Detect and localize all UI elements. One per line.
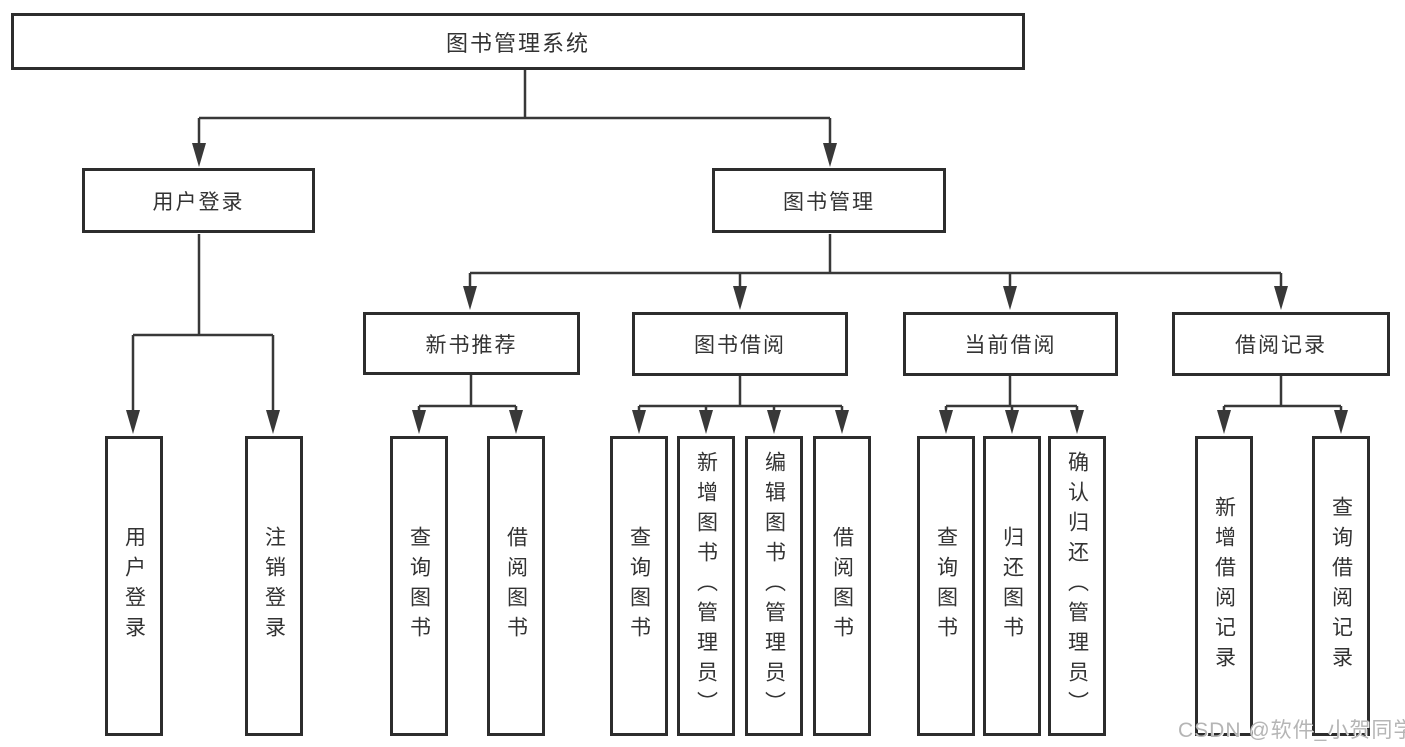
node-book-management-label: 图书管理 — [783, 190, 875, 214]
node-leaf-bb-edit-books-admin: 编辑图书（管理员） — [745, 436, 803, 736]
arrowhead-icon — [767, 410, 781, 434]
arrowhead-icon — [939, 410, 953, 434]
arrowhead-icon — [1334, 410, 1348, 434]
node-borrow-records: 借阅记录 — [1172, 312, 1390, 376]
arrowhead-icon — [699, 410, 713, 434]
node-leaf-bb-add-books-admin-label: 新增图书（管理员） — [694, 451, 718, 721]
arrowhead-icon — [733, 286, 747, 310]
arrowhead-icon — [126, 410, 140, 434]
node-leaf-br-add-record-label: 新增借阅记录 — [1212, 496, 1236, 676]
node-leaf-cb-confirm-return-admin-label: 确认归还（管理员） — [1065, 451, 1089, 721]
node-leaf-bb-borrow-books: 借阅图书 — [813, 436, 871, 736]
node-leaf-bb-query-books-label: 查询图书 — [627, 526, 651, 646]
node-leaf-logout: 注销登录 — [245, 436, 303, 736]
node-leaf-bb-add-books-admin: 新增图书（管理员） — [677, 436, 735, 736]
node-leaf-cb-return-books: 归还图书 — [983, 436, 1041, 736]
node-root-label: 图书管理系统 — [445, 30, 590, 56]
arrowhead-icon — [266, 410, 280, 434]
node-leaf-br-add-record: 新增借阅记录 — [1195, 436, 1253, 736]
node-leaf-cb-return-books-label: 归还图书 — [1000, 526, 1024, 646]
node-leaf-cb-query-books-label: 查询图书 — [934, 526, 958, 646]
node-leaf-nbr-query-books: 查询图书 — [390, 436, 448, 736]
node-leaf-cb-query-books: 查询图书 — [917, 436, 975, 736]
node-leaf-bb-query-books: 查询图书 — [610, 436, 668, 736]
arrowhead-icon — [463, 286, 477, 310]
arrowhead-icon — [192, 143, 206, 167]
node-leaf-br-query-record-label: 查询借阅记录 — [1329, 496, 1353, 676]
node-book-borrow-label: 图书借阅 — [694, 334, 786, 357]
node-book-borrow: 图书借阅 — [632, 312, 848, 376]
arrowhead-icon — [509, 410, 523, 434]
node-leaf-nbr-query-books-label: 查询图书 — [407, 526, 431, 646]
watermark: CSDN @软件_小贺同学 — [1178, 719, 1405, 742]
node-book-management: 图书管理 — [712, 168, 946, 233]
node-leaf-user-login-label: 用户登录 — [122, 526, 146, 646]
node-new-book-recommend-label: 新书推荐 — [425, 333, 518, 357]
node-leaf-bb-edit-books-admin-label: 编辑图书（管理员） — [762, 451, 786, 721]
arrowhead-icon — [823, 143, 837, 167]
node-leaf-cb-confirm-return-admin: 确认归还（管理员） — [1048, 436, 1106, 736]
arrowhead-icon — [1005, 410, 1019, 434]
arrowhead-icon — [1070, 410, 1084, 434]
arrowhead-icon — [1217, 410, 1231, 434]
node-user-login-label: 用户登录 — [152, 190, 245, 214]
node-borrow-records-label: 借阅记录 — [1235, 334, 1327, 357]
node-root: 图书管理系统 — [11, 13, 1025, 70]
arrowhead-icon — [835, 410, 849, 434]
node-leaf-bb-borrow-books-label: 借阅图书 — [830, 526, 854, 646]
node-leaf-nbr-borrow-books: 借阅图书 — [487, 436, 545, 736]
arrowhead-icon — [632, 410, 646, 434]
arrowhead-icon — [1003, 286, 1017, 310]
node-leaf-logout-label: 注销登录 — [262, 526, 286, 646]
node-leaf-nbr-borrow-books-label: 借阅图书 — [504, 526, 528, 646]
node-new-book-recommend: 新书推荐 — [363, 312, 580, 375]
node-current-borrow-label: 当前借阅 — [964, 334, 1057, 357]
node-leaf-user-login: 用户登录 — [105, 436, 163, 736]
arrowhead-icon — [1274, 286, 1288, 310]
node-user-login: 用户登录 — [82, 168, 315, 233]
node-leaf-br-query-record: 查询借阅记录 — [1312, 436, 1370, 736]
arrowhead-icon — [412, 410, 426, 434]
node-current-borrow: 当前借阅 — [903, 312, 1118, 376]
